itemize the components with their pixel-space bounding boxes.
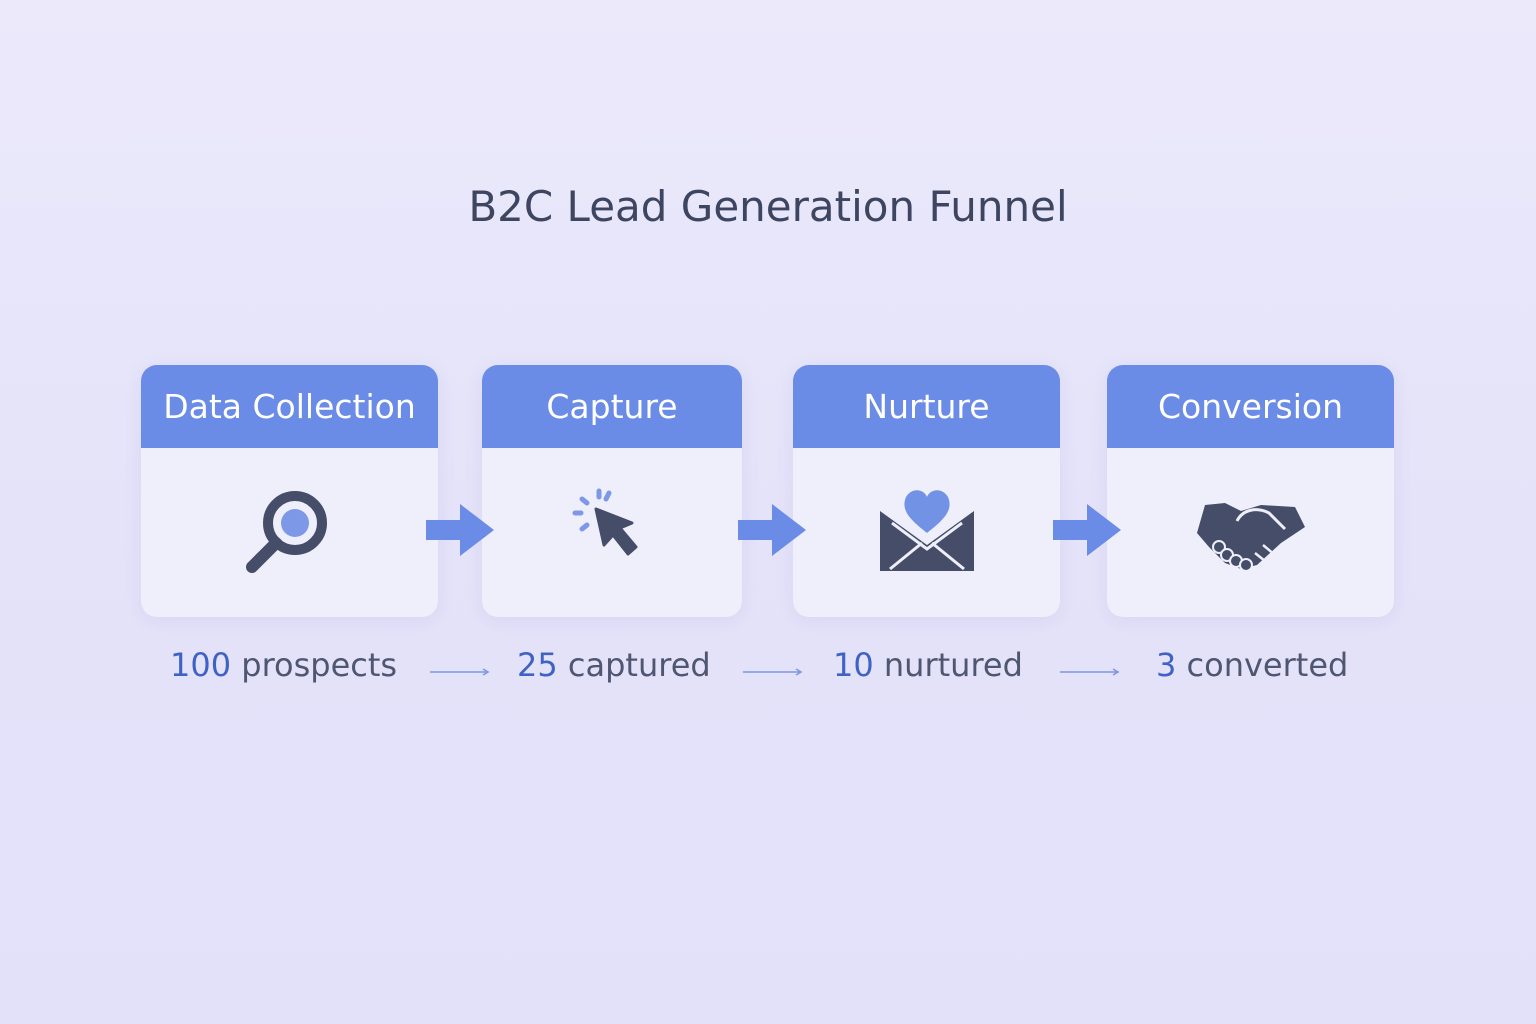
stage-card-capture: Capture — [482, 365, 742, 617]
stage-stat: 25 captured — [517, 646, 711, 684]
page-title: B2C Lead Generation Funnel — [468, 182, 1068, 231]
stage-card-conversion: Conversion — [1107, 365, 1394, 617]
envelope-heart-icon — [793, 483, 1060, 583]
stage-header: Nurture — [793, 365, 1060, 448]
flow-arrow-icon — [1053, 504, 1121, 556]
stage-stat: 3 converted — [1156, 646, 1348, 684]
stage-header: Capture — [482, 365, 742, 448]
stat-count: 3 — [1156, 646, 1177, 684]
stat-unit: nurtured — [883, 646, 1023, 684]
stage-stat: 10 nurtured — [833, 646, 1023, 684]
small-arrow-icon — [1060, 668, 1120, 676]
stage-header: Data Collection — [141, 365, 438, 448]
stage-card-data-collection: Data Collection — [141, 365, 438, 617]
small-arrow-icon — [430, 668, 490, 676]
stat-unit: captured — [567, 646, 711, 684]
stage-stat: 100 prospects — [170, 646, 397, 684]
stat-count: 25 — [517, 646, 558, 684]
cursor-click-icon — [482, 483, 742, 583]
handshake-icon — [1107, 483, 1394, 583]
stat-count: 10 — [833, 646, 874, 684]
magnifier-icon — [141, 483, 438, 583]
flow-arrow-icon — [738, 504, 806, 556]
small-arrow-icon — [743, 668, 803, 676]
stat-count: 100 — [170, 646, 232, 684]
stat-unit: converted — [1186, 646, 1349, 684]
flow-arrow-icon — [426, 504, 494, 556]
stage-header: Conversion — [1107, 365, 1394, 448]
stat-unit: prospects — [241, 646, 398, 684]
stage-card-nurture: Nurture — [793, 365, 1060, 617]
